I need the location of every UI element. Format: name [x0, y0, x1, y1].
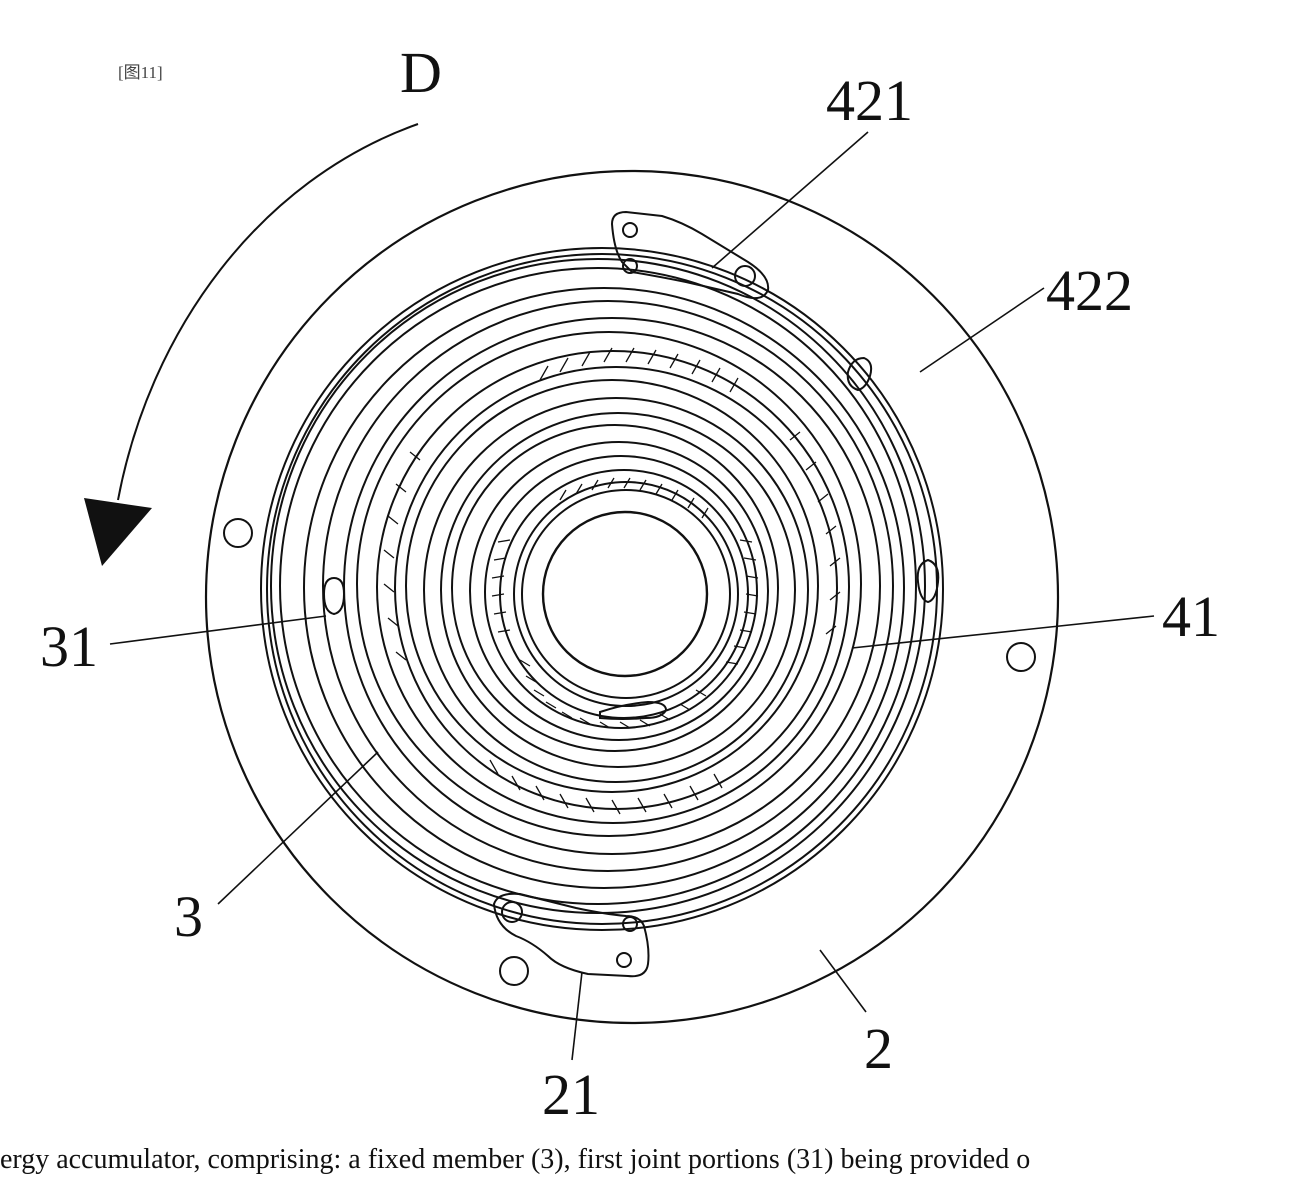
leader-3: [218, 752, 378, 904]
figure-number-tag: [图11]: [118, 64, 163, 81]
label-3: 3: [174, 888, 203, 946]
leader-421: [712, 132, 868, 268]
leader-21: [572, 972, 582, 1060]
label-41: 41: [1162, 588, 1220, 646]
spring-coil: [395, 367, 837, 809]
rotation-arrowhead: [84, 498, 152, 566]
hub-bore: [543, 512, 707, 676]
abstract-caption: ergy accumulator, comprising: a fixed me…: [0, 1146, 1030, 1174]
label-422: 422: [1046, 262, 1133, 320]
label-21: 21: [542, 1066, 600, 1124]
label-2: 2: [864, 1020, 893, 1078]
spring-coil: [441, 413, 795, 767]
label-421: 421: [826, 72, 913, 130]
mounting-hole: [224, 519, 252, 547]
leader-41: [852, 616, 1154, 648]
base-plate-outline: [206, 171, 1058, 1023]
label-d: D: [400, 44, 442, 102]
mounting-hole: [1007, 643, 1035, 671]
hub-ring: [522, 490, 730, 698]
first-joint-portion: [324, 578, 344, 614]
spring-coil: [357, 332, 861, 836]
label-31: 31: [40, 618, 98, 676]
mounting-hole: [500, 957, 528, 985]
bracket-hole: [617, 953, 631, 967]
first-joint-portion: [918, 560, 939, 602]
leader-2: [820, 950, 866, 1012]
bracket-21: [494, 894, 649, 977]
spring-coil: [485, 456, 757, 728]
bracket-hole: [623, 223, 637, 237]
fixed-member-ring: [271, 259, 925, 913]
leader-31: [110, 616, 326, 644]
spring-coil: [500, 470, 748, 718]
rotation-arc-d: [118, 124, 418, 500]
hub-ring: [514, 482, 738, 706]
